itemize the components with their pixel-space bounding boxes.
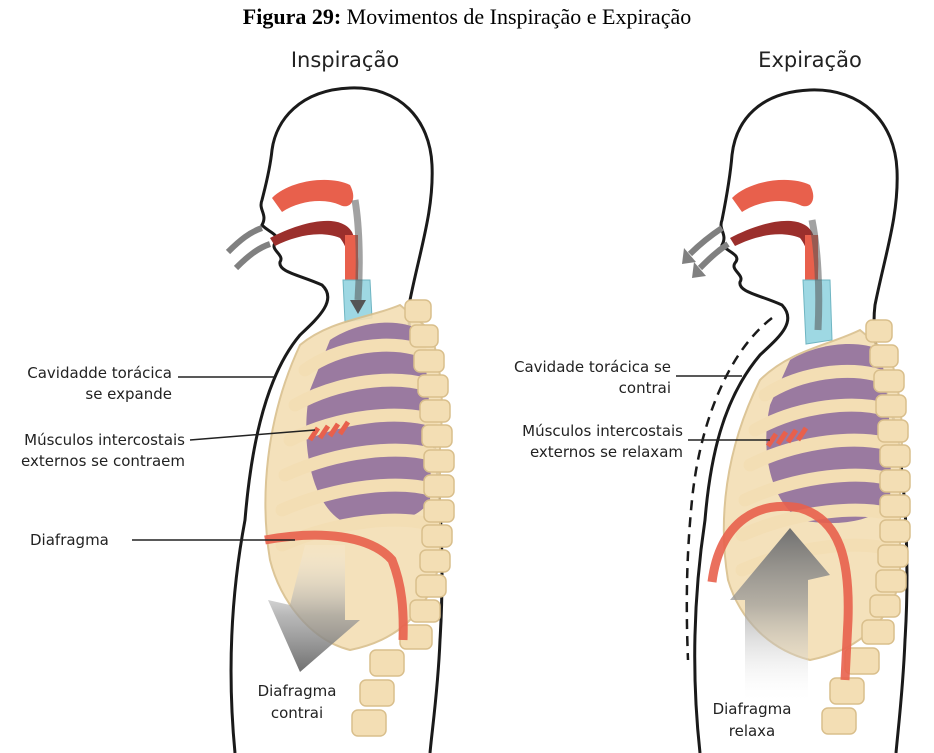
- label-cavity-line2: contrai: [619, 379, 671, 397]
- label-cavity-line1: Cavidadde torácica: [27, 364, 172, 382]
- panel-expiracao: Expiração: [514, 48, 910, 753]
- nasal-cavity: [272, 180, 353, 212]
- inhale-arrow-2: [236, 244, 270, 268]
- nasal-cavity: [732, 180, 813, 212]
- label-diaphragm-state-line1: Diafragma: [258, 682, 337, 700]
- label-cavity-line2: se expande: [85, 385, 172, 403]
- label-muscles-line1: Músculos intercostais: [24, 431, 185, 449]
- label-muscles-line1: Músculos intercostais: [522, 422, 683, 440]
- oral-airway: [730, 221, 818, 275]
- panel-inspiracao: Inspiração: [21, 48, 454, 753]
- heading-expiracao: Expiração: [758, 48, 862, 72]
- exhale-arrow-2: [700, 244, 728, 268]
- label-muscles-line2: externos se contraem: [21, 452, 185, 470]
- oral-airway: [270, 221, 358, 275]
- label-diaphragm-state-line2: contrai: [271, 704, 323, 722]
- label-cavity-line1: Cavidade torácica se: [514, 358, 671, 376]
- heading-inspiracao: Inspiração: [291, 48, 399, 72]
- label-diaphragm: Diafragma: [30, 531, 109, 549]
- label-diaphragm-state-line1: Diafragma: [713, 700, 792, 718]
- label-muscles-line2: externos se relaxam: [530, 443, 683, 461]
- label-diaphragm-state-line2: relaxa: [729, 722, 776, 740]
